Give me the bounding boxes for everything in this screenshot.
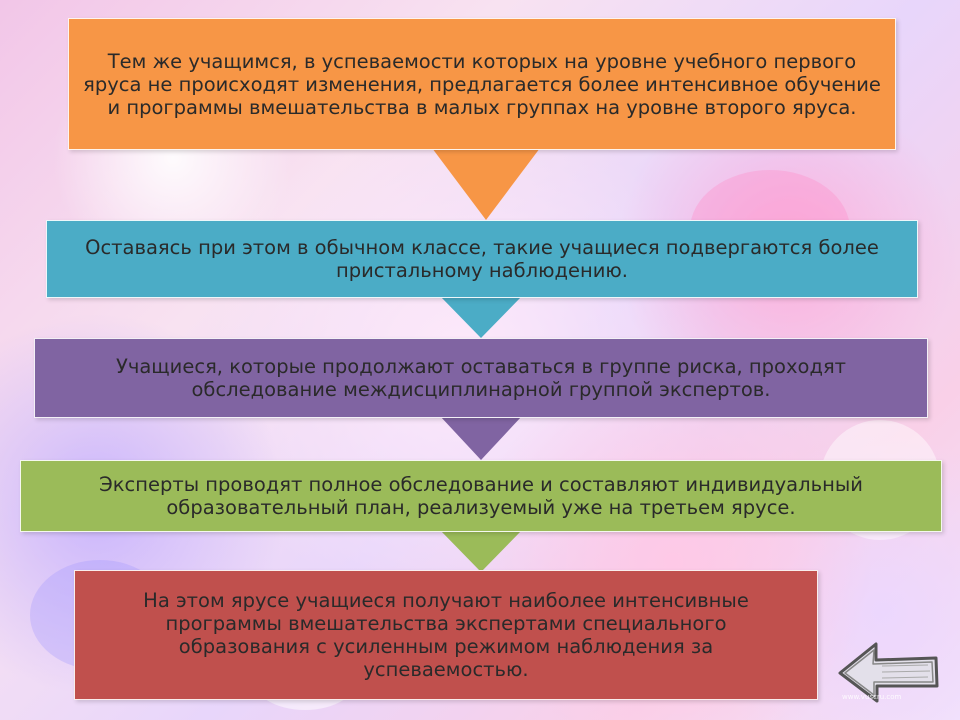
back-button[interactable] xyxy=(836,640,942,704)
arrow-down-icon xyxy=(432,148,540,220)
flow-step-1: Тем же учащимся, в успеваемости которых … xyxy=(68,18,896,150)
flow-step-5: На этом ярусе учащиеся получают наиболее… xyxy=(74,570,818,700)
arrow-left-icon xyxy=(838,642,939,703)
flow-step-text: Учащиеся, которые продолжают оставаться … xyxy=(115,355,847,401)
flow-step-3: Учащиеся, которые продолжают оставаться … xyxy=(34,338,928,418)
flow-step-4: Эксперты проводят полное обследование и … xyxy=(20,460,942,532)
flow-step-text: Эксперты проводят полное обследование и … xyxy=(99,473,863,519)
arrow-down-icon xyxy=(440,416,522,460)
arrow-down-icon xyxy=(440,296,522,338)
arrow-down-icon xyxy=(440,530,522,572)
watermark: www.vuscru.com xyxy=(842,693,902,701)
flow-step-text: Оставаясь при этом в обычном классе, так… xyxy=(85,236,879,282)
flow-step-text: На этом ярусе учащиеся получают наиболее… xyxy=(143,589,749,681)
flow-step-text: Тем же учащимся, в успеваемости которых … xyxy=(83,49,881,119)
flow-step-2: Оставаясь при этом в обычном классе, так… xyxy=(46,220,918,298)
